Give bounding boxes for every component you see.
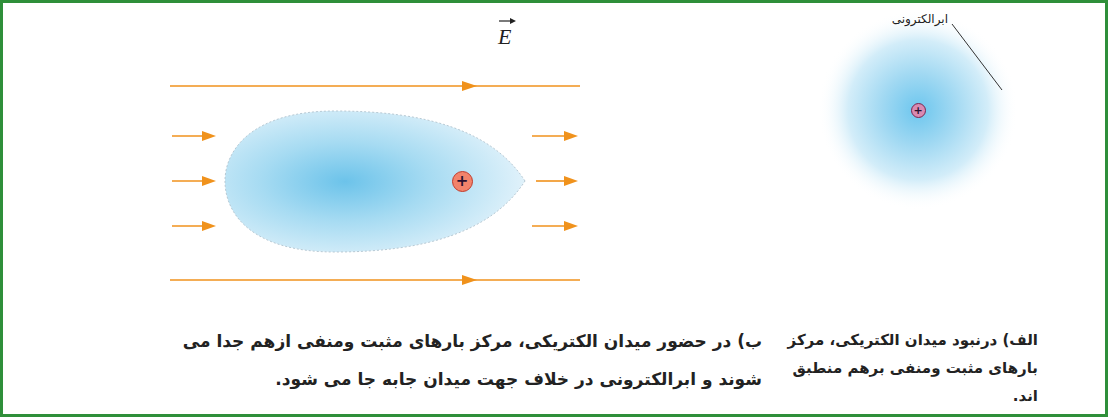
nucleus-circle: +	[911, 103, 926, 118]
arrow-head	[202, 176, 216, 186]
field-line	[536, 180, 568, 182]
arrow-head	[202, 221, 216, 231]
leader-line	[952, 24, 1002, 90]
arrow-head	[564, 221, 578, 231]
nucleus-circle: +	[452, 171, 473, 192]
arrow-head	[462, 81, 477, 91]
arrow-head	[564, 176, 578, 186]
field-line	[532, 225, 568, 227]
electron-cloud	[225, 111, 525, 252]
field-symbol: E	[498, 26, 511, 48]
field-line	[172, 225, 206, 227]
electron-cloud	[818, 10, 1018, 210]
field-line	[170, 279, 580, 281]
caption-text: الف) درنبود میدان الکتریکی، مرکز بارهای …	[763, 326, 1038, 410]
part-label: ابرالکترونی	[892, 13, 948, 25]
field-line	[172, 135, 206, 137]
charge-sign: +	[456, 174, 469, 189]
arrow-head	[202, 131, 216, 141]
arrow-head	[462, 275, 477, 285]
charge-sign: +	[913, 105, 922, 116]
arrow-head	[510, 18, 516, 24]
field-line	[532, 135, 568, 137]
field-lines	[170, 81, 580, 285]
field-line	[172, 180, 206, 182]
field-line	[170, 85, 580, 87]
caption-text: ب) در حضور میدان الکتریکی، مرکز بارهای م…	[162, 322, 762, 398]
vector-arrow	[499, 18, 516, 24]
arrow-head	[564, 131, 578, 141]
